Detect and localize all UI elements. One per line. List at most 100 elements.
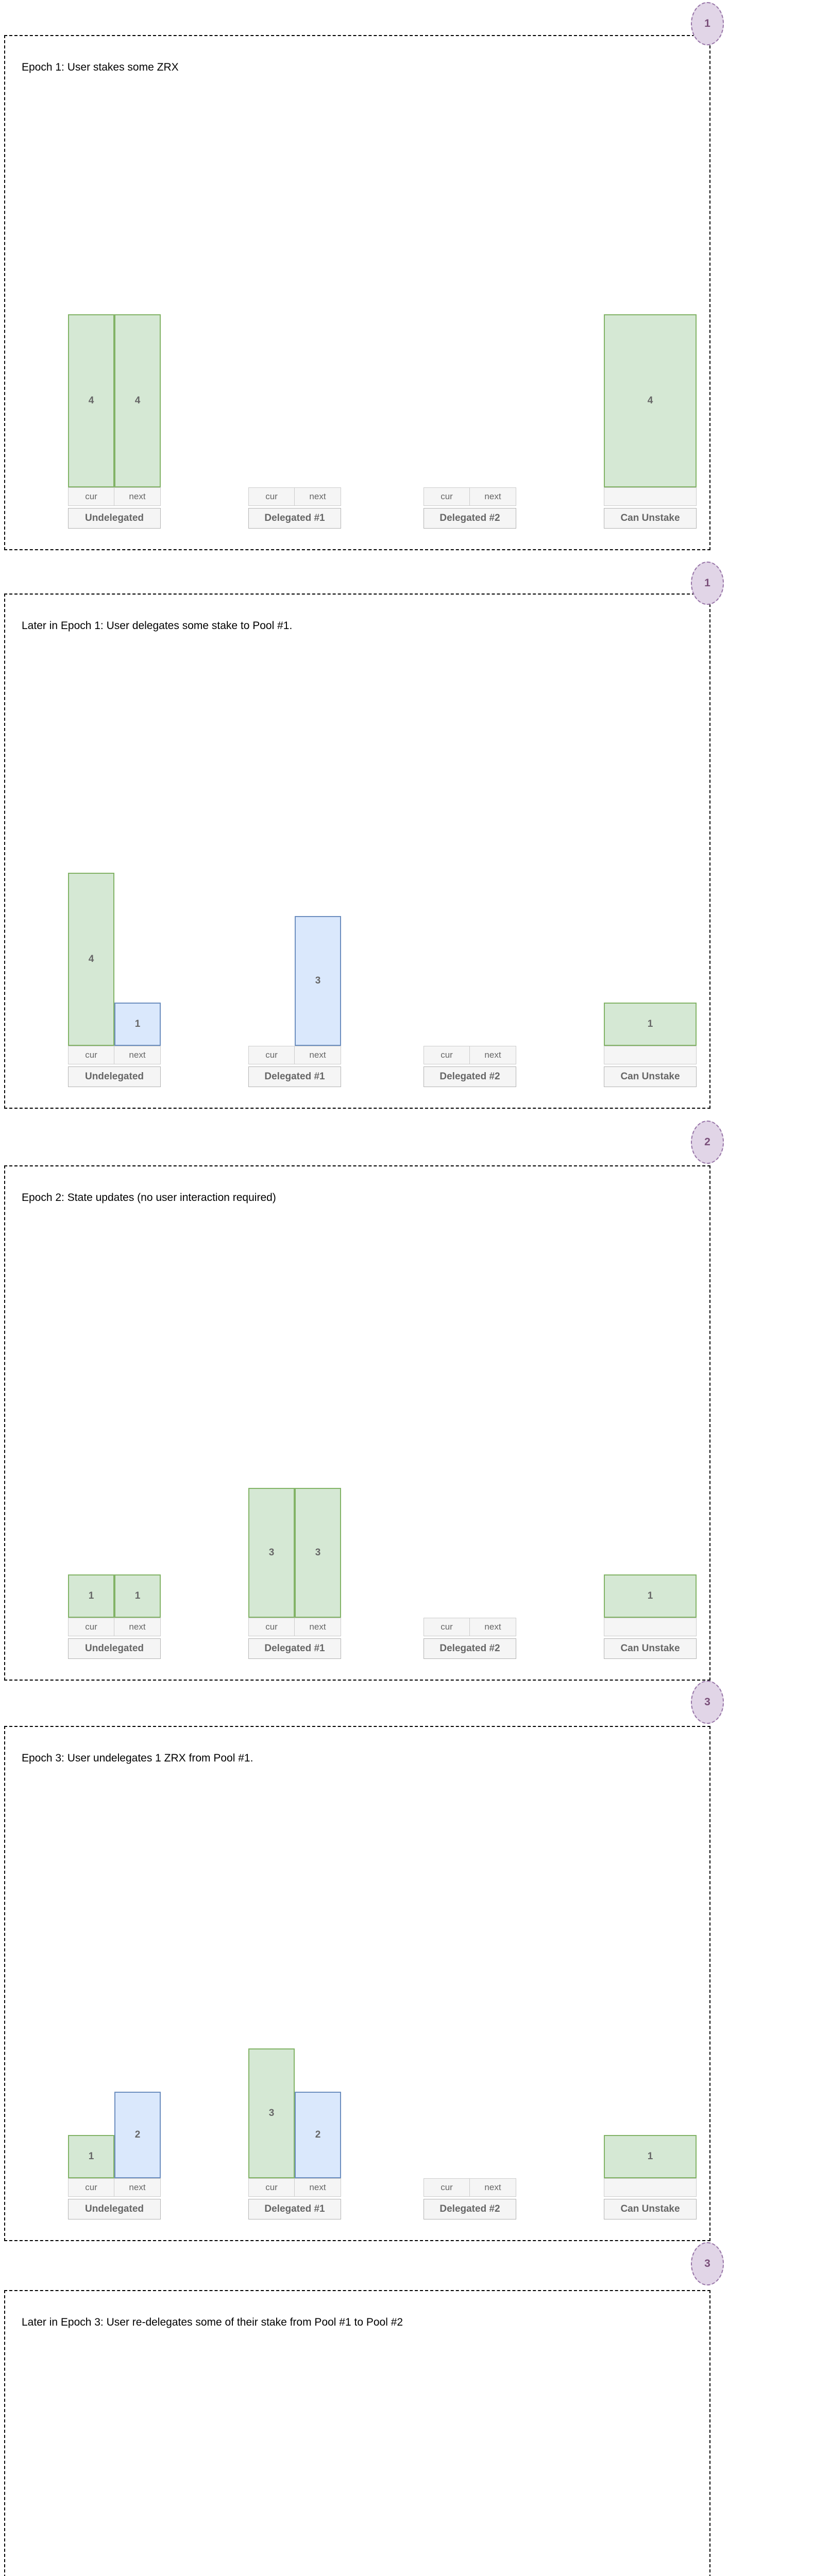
bar-slot-next xyxy=(295,271,341,487)
group-label-undelegated: Undelegated xyxy=(68,1066,161,1087)
bar-slot-next: 1 xyxy=(114,829,161,1046)
column-header-cur: cur xyxy=(68,487,114,506)
balance-group: 31curnextDelegated #1 xyxy=(248,2320,341,2576)
cur-next-blank-cell xyxy=(604,1618,697,1636)
epoch-badge: 3 xyxy=(691,1681,724,1724)
bar-slot-next xyxy=(470,1401,516,1618)
bar-area xyxy=(424,271,516,487)
bar-area: 4 xyxy=(604,271,697,487)
bar-green-4: 4 xyxy=(604,314,697,487)
bar-green-1: 1 xyxy=(604,1003,697,1046)
column-header-next: next xyxy=(470,1618,516,1636)
bar-slot-single: 1 xyxy=(604,2526,697,2576)
bar-blue-2: 2 xyxy=(295,2092,341,2178)
panel-caption: Later in Epoch 3: User re-delegates some… xyxy=(22,2316,403,2328)
column-header-cur: cur xyxy=(248,1046,295,1064)
bar-green-1: 1 xyxy=(114,1574,161,1618)
bar-slot-cur: 4 xyxy=(68,829,114,1046)
bar-green-4: 4 xyxy=(68,873,114,1046)
column-header-next: next xyxy=(114,2178,161,2197)
bar-area xyxy=(248,271,341,487)
bar-slot-cur: 3 xyxy=(248,1401,295,1618)
bar-green-3: 3 xyxy=(248,2048,295,2178)
bar-slot-cur: 4 xyxy=(68,271,114,487)
bar-slot-next: 2 xyxy=(114,1962,161,2178)
bar-slot-next: 4 xyxy=(114,271,161,487)
column-header-cur: cur xyxy=(248,2178,295,2197)
group-label-delegated-2: Delegated #2 xyxy=(424,2199,516,2219)
bar-slot-cur: 3 xyxy=(248,2526,295,2576)
column-header-cur: cur xyxy=(68,2178,114,2197)
column-header-next: next xyxy=(470,487,516,506)
column-header-next: next xyxy=(114,1046,161,1064)
column-header-cur: cur xyxy=(248,487,295,506)
bar-slot-next: 2 xyxy=(295,1962,341,2178)
bar-green-3: 3 xyxy=(295,1488,341,1618)
bar-area: 1 xyxy=(604,2526,697,2576)
group-label-delegated-2: Delegated #2 xyxy=(424,508,516,529)
bar-area xyxy=(424,1962,516,2178)
column-header-cur: cur xyxy=(248,1618,295,1636)
bar-slot-next xyxy=(470,1962,516,2178)
bar-slot-next xyxy=(470,829,516,1046)
bar-slot-cur: 1 xyxy=(68,1401,114,1618)
panel-caption: Epoch 3: User undelegates 1 ZRX from Poo… xyxy=(22,1752,253,1764)
cur-next-row xyxy=(604,1618,697,1636)
epoch-panel: Later in Epoch 3: User re-delegates some… xyxy=(4,2290,710,2576)
bar-slot-cur: 3 xyxy=(248,1962,295,2178)
bar-slot-cur xyxy=(424,2526,470,2576)
column-header-next: next xyxy=(295,487,341,506)
group-label-delegated-1: Delegated #1 xyxy=(248,2199,341,2219)
bar-slot-cur: 1 xyxy=(68,1962,114,2178)
panel-caption: Epoch 1: User stakes some ZRX xyxy=(22,61,179,73)
bar-slot-single: 1 xyxy=(604,1962,697,2178)
cur-next-row xyxy=(604,2178,697,2197)
cur-next-blank-cell xyxy=(604,487,697,506)
column-header-next: next xyxy=(470,2178,516,2197)
column-header-next: next xyxy=(295,1618,341,1636)
bar-green-1: 1 xyxy=(68,2135,114,2178)
group-label-delegated-1: Delegated #1 xyxy=(248,1066,341,1087)
bar-area: 1 xyxy=(604,1401,697,1618)
bar-green-1: 1 xyxy=(604,2135,697,2178)
panel-caption: Later in Epoch 1: User delegates some st… xyxy=(22,620,293,632)
epoch-panel: Later in Epoch 1: User delegates some st… xyxy=(4,594,710,1109)
group-label-delegated-2: Delegated #2 xyxy=(424,1638,516,1659)
bar-area xyxy=(424,1401,516,1618)
column-header-cur: cur xyxy=(424,2178,470,2197)
column-header-cur: cur xyxy=(424,1618,470,1636)
group-label-undelegated: Undelegated xyxy=(68,508,161,529)
epoch-badge: 3 xyxy=(691,2242,724,2285)
column-header-cur: cur xyxy=(424,1046,470,1064)
bar-slot-cur xyxy=(424,1962,470,2178)
cur-next-blank-cell xyxy=(604,2178,697,2197)
group-label-can-unstake: Can Unstake xyxy=(604,2199,697,2219)
group-label-undelegated: Undelegated xyxy=(68,2199,161,2219)
bar-slot-cur xyxy=(248,271,295,487)
bar-slot-next: 1 xyxy=(470,2526,516,2576)
bar-area: 12 xyxy=(68,2526,161,2576)
